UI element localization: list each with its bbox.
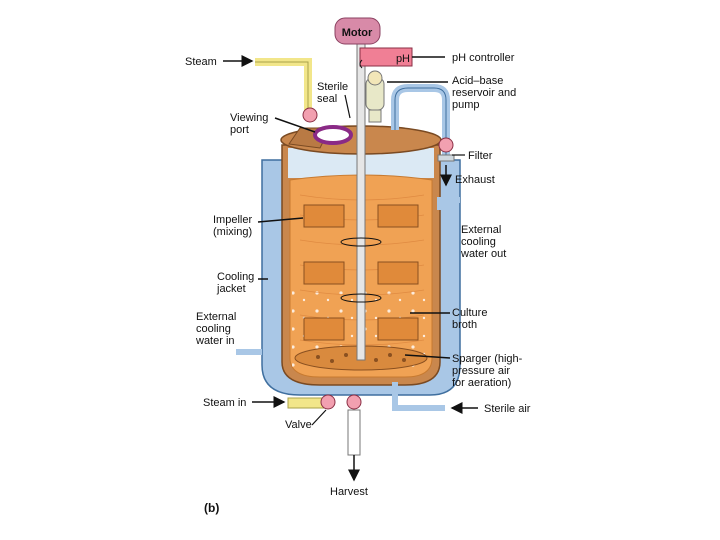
steam-in-label: Steam in	[203, 397, 246, 409]
impeller-blades	[303, 204, 419, 341]
cooling-out-label-1: External	[461, 224, 501, 236]
impeller-label-2: (mixing)	[213, 226, 252, 238]
sterile-seal-label-2: seal	[317, 93, 337, 105]
sterile-air-label: Sterile air	[484, 403, 531, 415]
sparger-label-3: for aeration)	[452, 377, 511, 389]
figure-label: (b)	[204, 501, 219, 515]
bottom-valve-left	[320, 394, 336, 410]
sparger-label-2: pressure air	[452, 365, 510, 377]
sparger-holes	[316, 353, 406, 363]
filter-icon	[438, 137, 454, 153]
ph-label: pH	[396, 53, 410, 65]
viewing-port-label-2: port	[230, 124, 249, 136]
sterile-air-pipe	[392, 382, 445, 411]
valve-label: Valve	[285, 419, 312, 431]
exhaust-label: Exhaust	[455, 174, 495, 186]
acid-base-label-1: Acid–base	[452, 75, 503, 87]
cooling-water-out-pipe	[437, 197, 460, 210]
ph-controller-label: pH controller	[452, 52, 515, 64]
impeller-label-1: Impeller	[213, 214, 252, 226]
culture-broth-label-1: Culture	[452, 307, 487, 319]
cooling-jacket-label-1: Cooling	[217, 271, 254, 283]
harvest-pipe	[347, 409, 361, 456]
cooling-out-label-2: cooling	[461, 236, 496, 248]
steam-label: Steam	[185, 56, 217, 68]
cooling-in-label-1: External	[196, 311, 236, 323]
viewing-port-icon	[313, 125, 353, 145]
culture-broth-label-2: broth	[452, 319, 477, 331]
acid-base-label-2: reservoir and	[452, 87, 516, 99]
viewing-port-label-1: Viewing	[230, 112, 268, 124]
sparger-label-1: Sparger (high-	[452, 353, 523, 365]
cooling-out-label-3: water out	[460, 248, 506, 260]
filter-label: Filter	[468, 150, 493, 162]
rotation-arrows	[340, 237, 382, 303]
steam-valve-top	[302, 107, 318, 123]
bottom-valve-right	[346, 394, 362, 410]
cooling-in-label-2: cooling	[196, 323, 231, 335]
labels: pH controller Steam Sterile seal Acid–ba…	[185, 52, 531, 515]
motor-label: Motor	[342, 27, 373, 39]
acid-base-label-3: pump	[452, 99, 480, 111]
impeller-shaft	[356, 39, 366, 361]
cooling-in-label-3: water in	[195, 335, 235, 347]
sterile-seal-label-1: Sterile	[317, 81, 348, 93]
cooling-jacket-label-2: jacket	[216, 283, 246, 295]
harvest-label: Harvest	[330, 486, 368, 498]
motor	[334, 17, 381, 45]
